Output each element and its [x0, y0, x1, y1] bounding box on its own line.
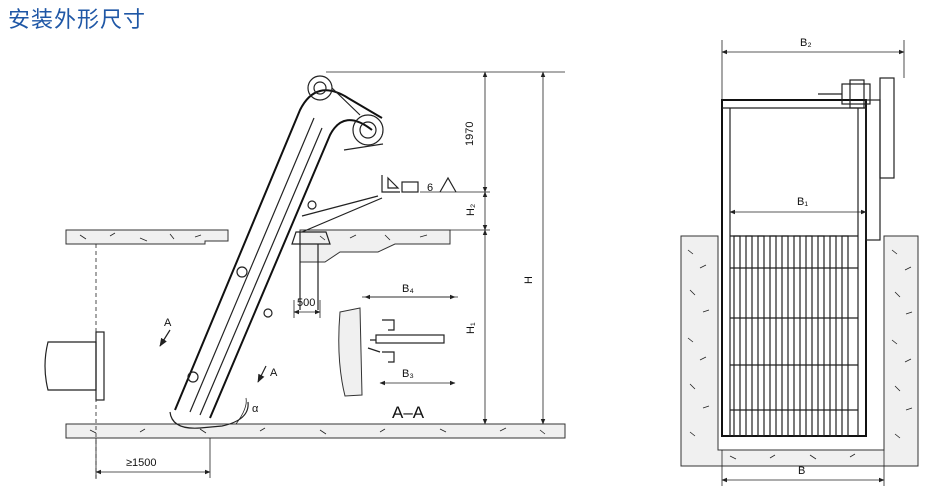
label-H: H — [523, 276, 535, 284]
screen-frame-back — [209, 119, 373, 419]
label-6: 6 — [427, 182, 433, 194]
screen-frame-front — [174, 89, 383, 411]
pit-walls — [680, 235, 919, 467]
support-bracket — [291, 195, 383, 245]
label-B1: B₁ — [797, 196, 808, 208]
label-B3: B₃ — [402, 368, 414, 380]
label-section-AA: A–A — [392, 403, 425, 422]
concrete-hatch — [79, 232, 546, 435]
label-500: 500 — [297, 297, 315, 309]
pipe-flange — [95, 331, 105, 401]
section-wall — [338, 307, 363, 397]
label-H2: H₂ — [465, 204, 477, 216]
label-A-left: A — [164, 317, 172, 329]
drive-sprocket — [307, 75, 333, 101]
label-B2: B₂ — [800, 37, 812, 49]
channel-floor — [65, 423, 566, 439]
label-alpha: α — [252, 403, 259, 415]
upper-ground-slab — [65, 229, 229, 245]
label-B4: B₄ — [402, 283, 414, 295]
label-min1500: ≥1500 — [126, 457, 157, 469]
grate-bars — [733, 235, 849, 437]
section-rail — [375, 334, 445, 344]
discharge-chute — [381, 175, 400, 193]
inlet-pipe — [44, 341, 97, 391]
side-column — [865, 99, 881, 241]
label-H1: H₁ — [465, 322, 477, 334]
upper-right-ground — [299, 229, 451, 263]
label-A-right: A — [270, 367, 278, 379]
head-sprocket — [352, 114, 384, 146]
drive-motor — [818, 79, 871, 109]
label-1970: 1970 — [464, 122, 476, 146]
bottom-boot — [169, 401, 249, 429]
label-B: B — [798, 465, 805, 477]
front-elevation-view — [680, 40, 919, 486]
motor-plate — [879, 77, 895, 179]
side-elevation-view — [44, 71, 566, 480]
page-title: 安装外形尺寸 — [8, 8, 147, 33]
